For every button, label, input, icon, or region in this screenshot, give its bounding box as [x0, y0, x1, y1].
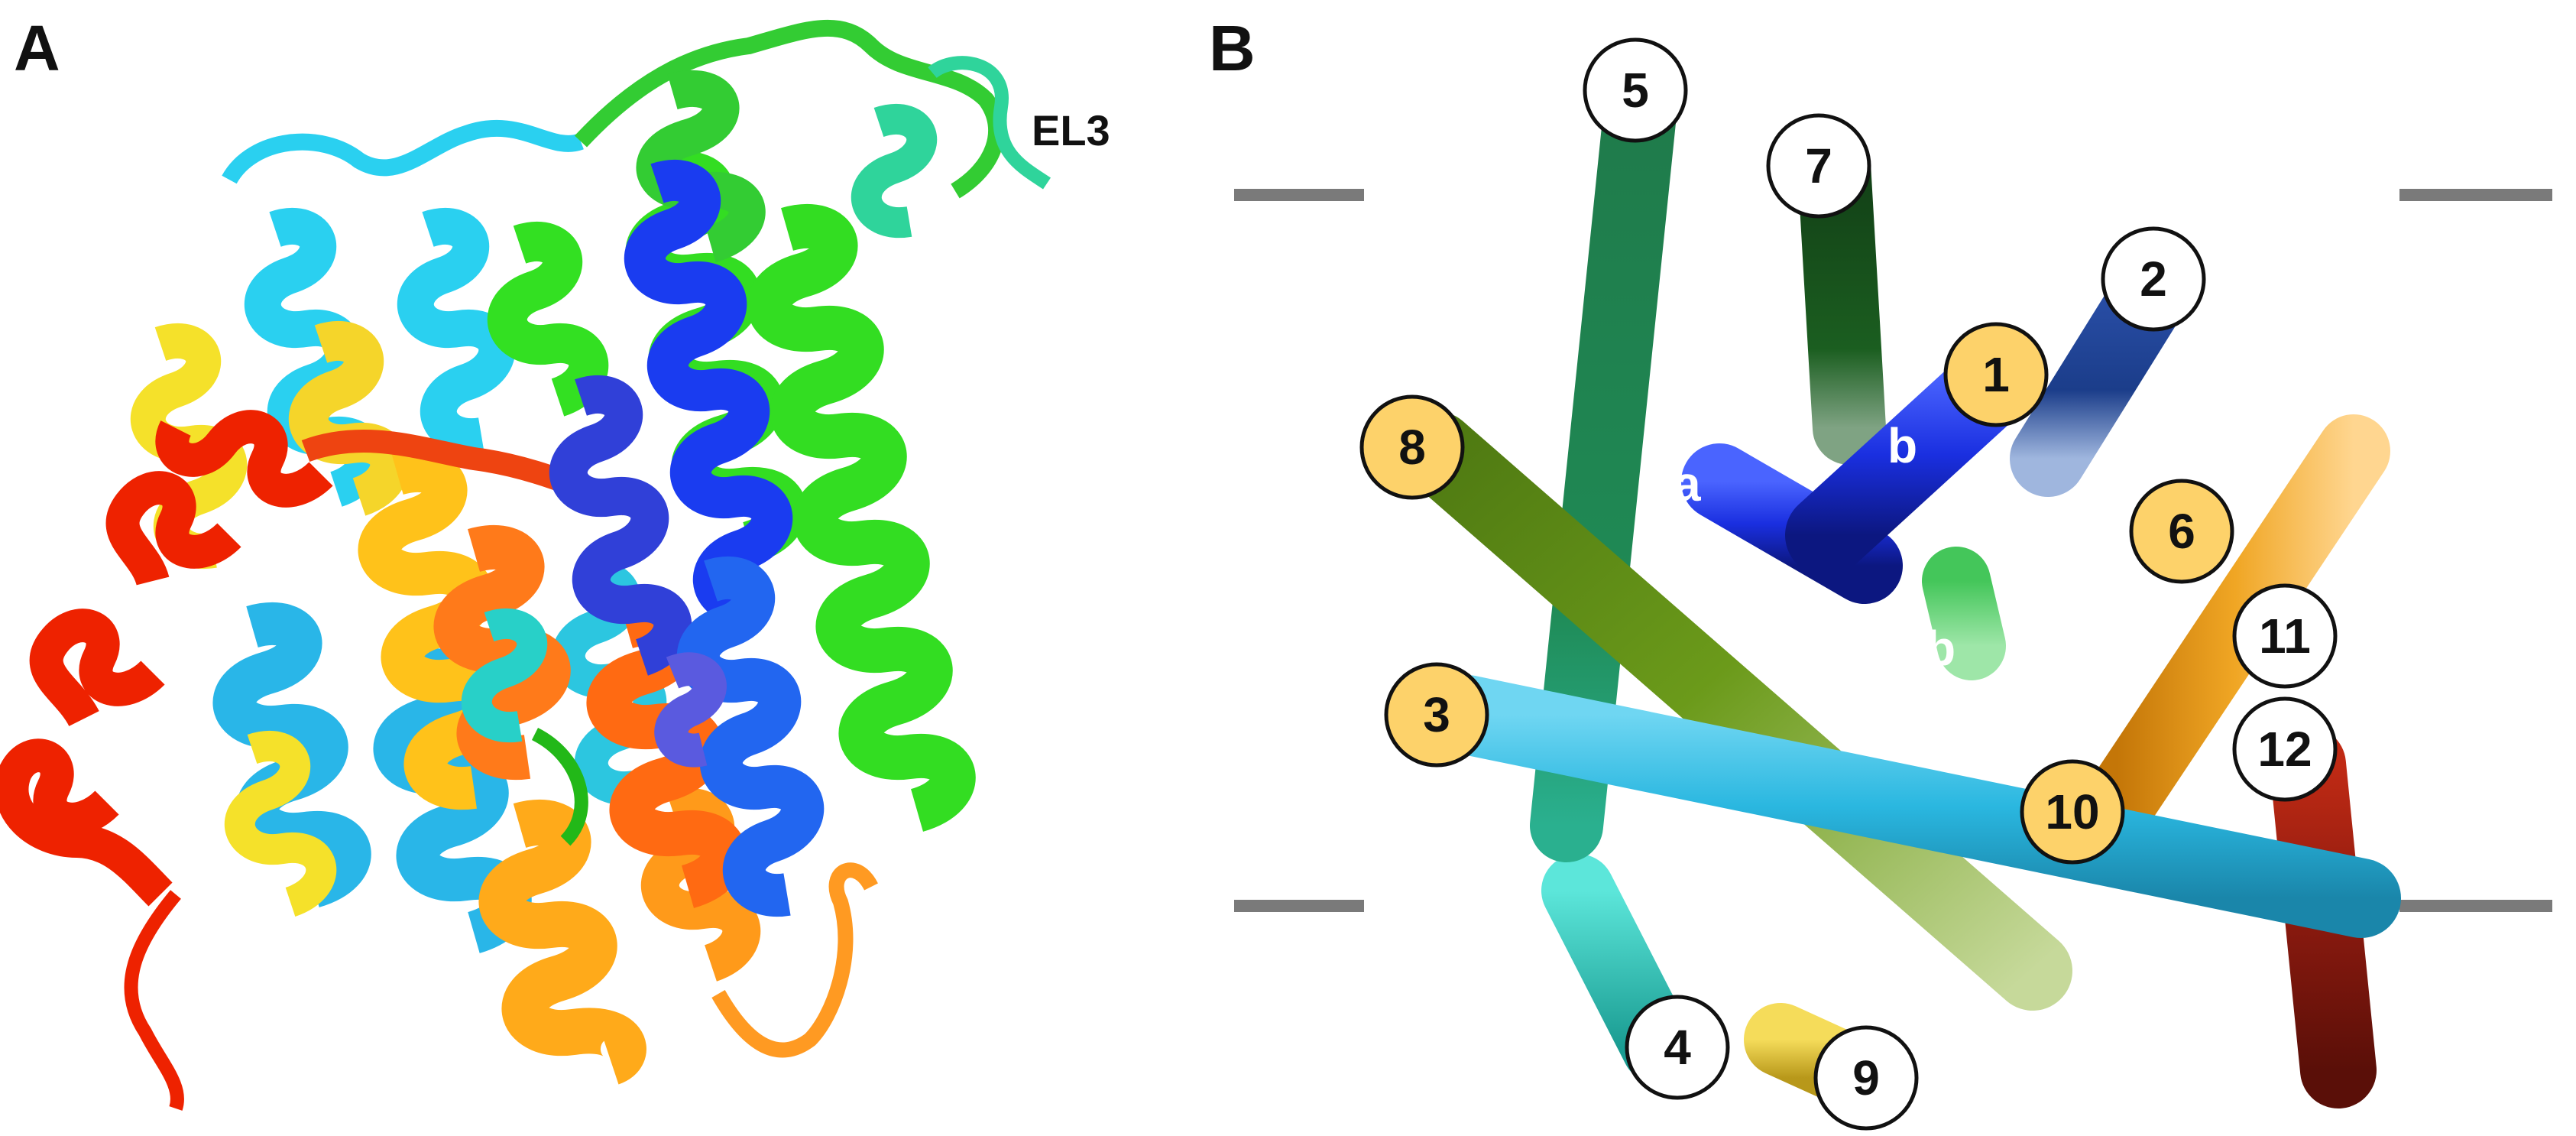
sub-label-1a: a — [1674, 456, 1701, 511]
badge-6: 6 — [2129, 479, 2234, 584]
svg-text:8: 8 — [1398, 420, 1426, 475]
sub-label-6a: a — [2017, 514, 2045, 569]
svg-text:9: 9 — [1852, 1050, 1880, 1105]
helix-cylinder-3 — [1427, 675, 2401, 938]
svg-text:6: 6 — [2168, 504, 2195, 559]
helix-cylinders — [1397, 47, 2401, 1115]
panel-b-letter: B — [1209, 12, 1256, 84]
membrane-markers — [1234, 189, 2552, 912]
svg-text:5: 5 — [1622, 63, 1649, 118]
panel-b: B — [1209, 12, 2552, 1131]
sub-label-1b: b — [1887, 418, 1917, 473]
panel-a: A EL3 — [0, 12, 1110, 1111]
badge-4: 4 — [1625, 995, 1730, 1100]
badge-5: 5 — [1583, 37, 1688, 143]
badge-2: 2 — [2101, 226, 2206, 332]
badge-10: 10 — [2020, 759, 2125, 865]
badge-9: 9 — [1813, 1025, 1919, 1131]
badge-12: 12 — [2232, 696, 2338, 802]
helix-badges: 5 7 2 1 8 6 11 — [1359, 37, 2338, 1131]
svg-text:12: 12 — [2257, 722, 2312, 777]
badge-11: 11 — [2232, 583, 2338, 689]
badge-1: 1 — [1943, 322, 2049, 427]
sub-label-6b: b — [1926, 621, 1955, 676]
svg-text:2: 2 — [2140, 252, 2167, 307]
protein-ribbon — [0, 19, 1051, 1111]
svg-text:4: 4 — [1664, 1020, 1691, 1075]
badge-7: 7 — [1766, 113, 1871, 219]
svg-text:7: 7 — [1805, 138, 1832, 193]
svg-text:1: 1 — [1982, 347, 2010, 402]
helix-cylinder-8 — [1397, 411, 2072, 1011]
sub-helix-labels: a b a b — [1674, 418, 2045, 676]
helix-cylinder-6b — [1922, 547, 2006, 680]
badge-3: 3 — [1384, 662, 1489, 768]
svg-text:11: 11 — [2259, 609, 2311, 664]
panel-a-letter: A — [14, 12, 60, 84]
svg-text:10: 10 — [2045, 784, 2099, 839]
svg-text:3: 3 — [1423, 687, 1450, 742]
el3-label: EL3 — [1032, 106, 1110, 154]
badge-8: 8 — [1359, 394, 1465, 500]
